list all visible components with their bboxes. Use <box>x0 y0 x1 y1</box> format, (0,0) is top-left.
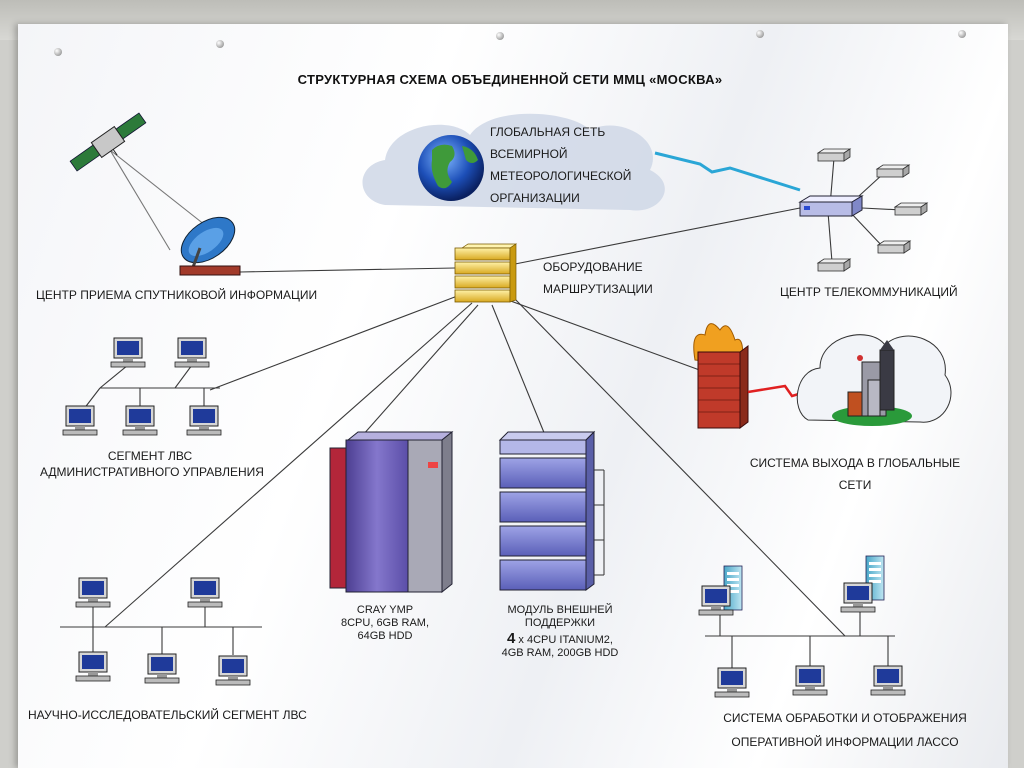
support-module-label-line: ПОДДЕРЖКИ <box>524 617 596 629</box>
computer-icon <box>62 405 98 436</box>
computer-icon <box>75 577 111 608</box>
computer-icon <box>144 653 180 684</box>
computer-icon <box>215 655 251 686</box>
network-node-icon <box>817 258 851 272</box>
computer-icon <box>714 667 750 698</box>
pin-icon <box>54 48 62 56</box>
link-support <box>491 304 546 436</box>
globe-icon <box>418 135 484 201</box>
network-node-icon <box>817 148 851 162</box>
wmo-label-line: ВСЕМИРНОЙ <box>490 147 568 161</box>
firewall-icon <box>693 323 749 429</box>
link-firewall <box>507 299 706 373</box>
link-cray <box>361 304 479 437</box>
computer-icon <box>792 665 828 696</box>
router-stack-icon <box>454 243 518 303</box>
router-label: ОБОРУДОВАНИЕ МАРШРУТИЗАЦИИ <box>543 256 653 300</box>
pin-icon <box>216 40 224 48</box>
link-admin-lan <box>209 294 461 391</box>
gateway-label: СИСТЕМА ВЫХОДА В ГЛОБАЛЬНЫЕ СЕТИ <box>740 452 970 496</box>
link-research-lan <box>104 302 473 628</box>
router-label-line: ОБОРУДОВАНИЕ <box>543 260 643 274</box>
wmo-label-line: ГЛОБАЛЬНАЯ СЕТЬ <box>490 125 606 139</box>
network-node-icon <box>894 202 928 216</box>
admin-lan-label: СЕГМЕНТ ЛВС АДМИНИСТРАТИВНОГО УПРАВЛЕНИЯ <box>40 448 264 480</box>
lasso-label-line: СИСТЕМА ОБРАБОТКИ И ОТОБРАЖЕНИЯ <box>723 711 967 725</box>
support-module-spec: 4 x 4CPU ITANIUM2, <box>490 630 630 647</box>
dish-antenna-icon <box>179 216 241 276</box>
computer-icon <box>75 651 111 682</box>
support-module-label: МОДУЛЬ ВНЕШНЕЙ ПОДДЕРЖКИ 4 x 4CPU ITANIU… <box>490 604 630 660</box>
cray-label-line: 8CPU, 6GB RAM, <box>340 617 430 629</box>
satellite-center-label: ЦЕНТР ПРИЕМА СПУТНИКОВОЙ ИНФОРМАЦИИ <box>36 288 318 302</box>
lasso-label: СИСТЕМА ОБРАБОТКИ И ОТОБРАЖЕНИЯ ОПЕРАТИВ… <box>705 706 985 754</box>
support-module-spec-2: 4GB RAM, 200GB HDD <box>501 647 619 659</box>
admin-lan-label-line: СЕГМЕНТ ЛВС <box>107 449 193 463</box>
computer-icon <box>870 665 906 696</box>
wmo-label: ГЛОБАЛЬНАЯ СЕТЬ ВСЕМИРНОЙ МЕТЕОРОЛОГИЧЕС… <box>490 121 631 209</box>
pin-icon <box>958 30 966 38</box>
switch-icon <box>798 195 864 217</box>
computer-icon <box>698 585 734 616</box>
support-module-label-line: МОДУЛЬ ВНЕШНЕЙ <box>507 604 613 616</box>
network-node-icon <box>877 240 911 254</box>
computer-icon <box>187 577 223 608</box>
buildings-icon <box>832 340 912 426</box>
router-label-line: МАРШРУТИЗАЦИИ <box>543 282 653 296</box>
computer-icon <box>840 582 876 613</box>
computer-icon <box>186 405 222 436</box>
lasso-label-line: ОПЕРАТИВНОЙ ИНФОРМАЦИИ ЛАССО <box>731 735 959 749</box>
cray-label-line: CRAY YMP <box>356 604 414 616</box>
gateway-label-line: СЕТИ <box>838 478 872 492</box>
satellite-icon <box>69 112 147 172</box>
network-node-icon <box>876 164 910 178</box>
wmo-label-line: МЕТЕОРОЛОГИЧЕСКОЙ <box>490 169 632 183</box>
computer-icon <box>110 337 146 368</box>
server-rack-icon <box>498 430 605 591</box>
wireless-link-icon <box>654 151 801 192</box>
computer-icon <box>122 405 158 436</box>
page-title: СТРУКТУРНАЯ СХЕМА ОБЪЕДИНЕННОЙ СЕТИ ММЦ … <box>297 72 723 87</box>
supercomputer-icon <box>329 430 454 594</box>
cray-label-line: 64GB HDD <box>357 630 413 642</box>
pin-icon <box>496 32 504 40</box>
gateway-label-line: СИСТЕМА ВЫХОДА В ГЛОБАЛЬНЫЕ <box>749 456 961 470</box>
support-module-count: 4 <box>507 630 516 647</box>
support-module-spec-1: x 4CPU ITANIUM2, <box>515 634 613 646</box>
computer-icon <box>174 337 210 368</box>
link-lasso <box>511 295 846 637</box>
telecom-center-label: ЦЕНТР ТЕЛЕКОММУНИКАЦИЙ <box>780 285 958 299</box>
cray-label: CRAY YMP 8CPU, 6GB RAM, 64GB HDD <box>330 604 440 643</box>
connection-lines <box>60 149 903 668</box>
pin-icon <box>756 30 764 38</box>
admin-lan-label-line: АДМИНИСТРАТИВНОГО УПРАВЛЕНИЯ <box>40 465 264 479</box>
research-lan-label: НАУЧНО-ИССЛЕДОВАТЕЛЬСКИЙ СЕГМЕНТ ЛВС <box>28 708 307 722</box>
wmo-label-line: ОРГАНИЗАЦИИ <box>490 191 580 205</box>
